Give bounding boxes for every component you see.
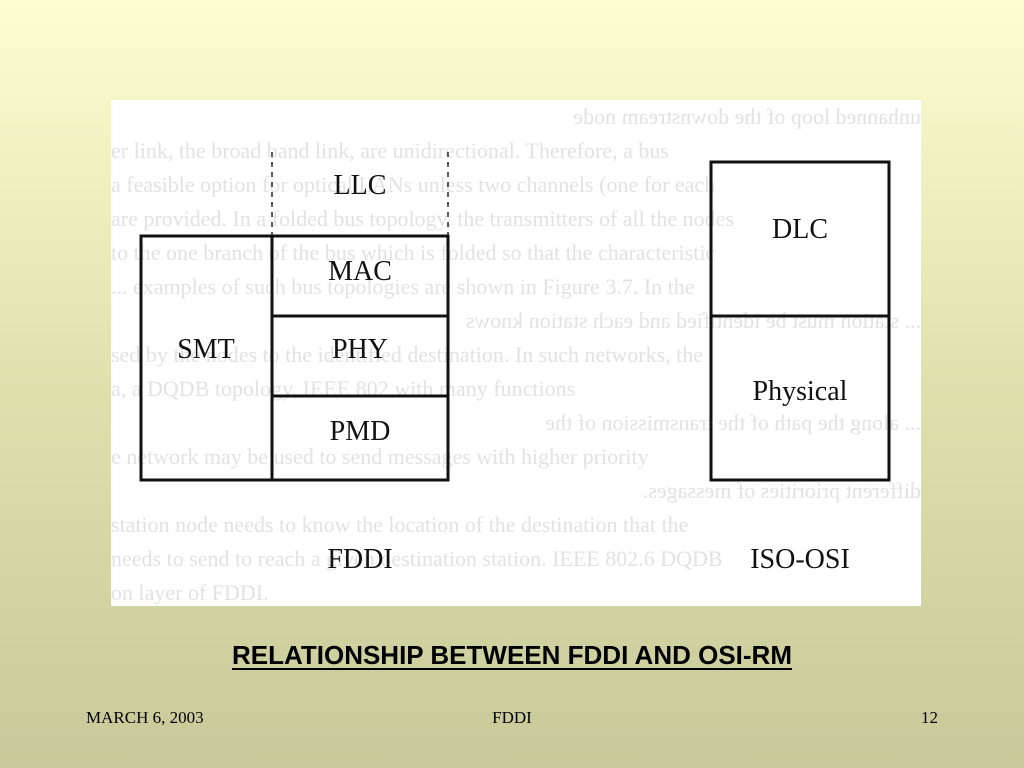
pmd-label: PMD xyxy=(330,416,391,447)
slide-title: RELATIONSHIP BETWEEN FDDI AND OSI-RM xyxy=(232,640,792,670)
footer-page-number: 12 xyxy=(921,708,938,727)
smt-label: SMT xyxy=(177,334,235,365)
physical-box xyxy=(709,314,891,482)
iso-osi-column-label: ISO-OSI xyxy=(750,544,850,575)
footer-topic: FDDI xyxy=(492,708,532,727)
mac-label: MAC xyxy=(328,256,392,287)
footer-date: MARCH 6, 2003 xyxy=(86,708,204,727)
fddi-osi-diagram: LLC MAC PHY PMD SMT FDDI DLC Physical IS… xyxy=(139,152,891,575)
pmd-box xyxy=(270,394,450,482)
llc-label: LLC xyxy=(334,170,387,201)
phy-label: PHY xyxy=(332,334,388,365)
fddi-column-label: FDDI xyxy=(327,544,392,575)
physical-label: Physical xyxy=(753,376,848,407)
dlc-label: DLC xyxy=(772,214,828,245)
scanned-figure: unhanned loop of the downstream node er … xyxy=(111,100,921,606)
